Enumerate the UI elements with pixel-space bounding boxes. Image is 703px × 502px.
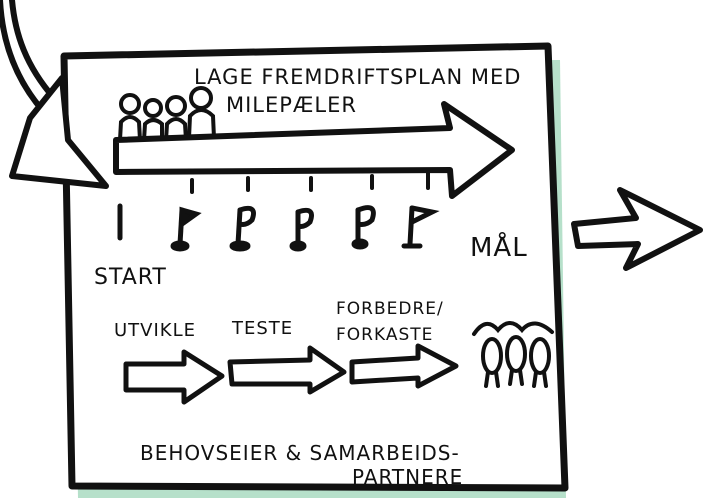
milestone-flag-4-icon	[351, 205, 376, 250]
milestone-flag-2-icon	[229, 205, 256, 252]
footer-line1: BEHOVSEIER & SAMARBEIDS-	[140, 441, 460, 465]
step-label-improve-line2: FORKASTE	[336, 325, 433, 345]
step-label-develop: UTVIKLE	[114, 320, 196, 341]
milestone-flag-5-icon	[401, 205, 440, 249]
process-arrows	[123, 343, 459, 405]
outgoing-arrow	[571, 187, 703, 271]
incoming-arrow	[0, 0, 109, 189]
timeline-arrow	[113, 101, 515, 199]
milestone-ticks	[190, 170, 430, 194]
process-arrow-3	[349, 343, 459, 389]
milestone-flag-3-icon	[289, 207, 314, 252]
process-arrow-1	[123, 349, 225, 405]
title-line1: LAGE FREMDRIFTSPLAN MED	[194, 65, 521, 89]
footer-line2: PARTNERE	[352, 465, 463, 489]
goal-label: MÅL	[470, 231, 528, 263]
step-label-test: TESTE	[231, 318, 293, 339]
start-label: START	[94, 265, 167, 290]
team-people-icon	[472, 321, 554, 388]
title-line2: MILEPÆLER	[226, 93, 357, 117]
step-label-improve-line1: FORBEDRE/	[336, 299, 444, 319]
process-arrow-2	[227, 345, 347, 395]
milestone-flag-1-icon	[170, 206, 202, 252]
people-group-icon	[117, 86, 217, 142]
